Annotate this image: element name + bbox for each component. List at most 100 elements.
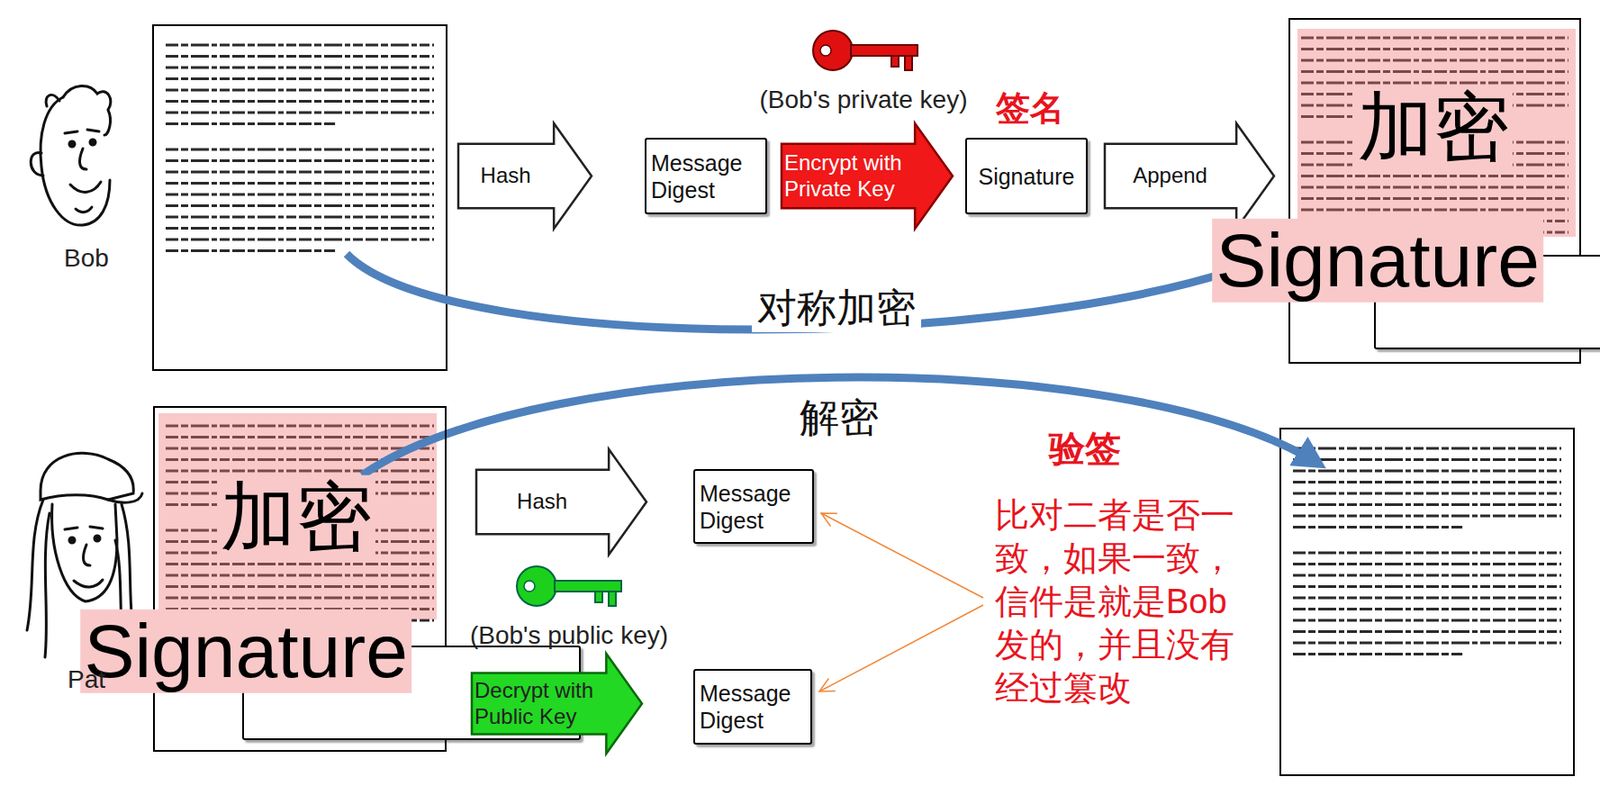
text-line [1292, 630, 1562, 633]
document [1280, 428, 1574, 776]
arrow-label: Decrypt with Public Key [474, 677, 603, 731]
block-arrow: Hash [457, 122, 593, 230]
document: 加密Signature [1288, 18, 1582, 364]
brows [64, 129, 100, 134]
leader-line [819, 605, 984, 692]
key-caption: (Bob's private key) [759, 84, 968, 116]
arrow-text-area: Encrypt with Private Key [780, 122, 915, 230]
key-hole [524, 580, 535, 592]
eye [69, 141, 75, 147]
cap-bill [108, 493, 143, 503]
document: 加密Signature [153, 406, 447, 752]
public-key-icon [516, 566, 622, 606]
box-label: Message Digest [650, 149, 761, 204]
process-box: Message Digest [644, 137, 768, 215]
text-line [165, 171, 434, 174]
leader-line [821, 513, 984, 598]
person-name: Bob [63, 243, 109, 274]
text-line [165, 181, 434, 185]
text-line [1292, 607, 1562, 611]
step-title: 验签 [1048, 426, 1121, 471]
text-line [1292, 503, 1562, 507]
arrow-label: 解密 [794, 394, 885, 443]
text-line [165, 226, 434, 230]
bob-face [30, 85, 111, 226]
eye [90, 139, 96, 145]
cap [40, 452, 134, 500]
key-shaft [850, 45, 918, 56]
arrow-label: Hash [516, 488, 568, 516]
key-tooth [891, 55, 899, 67]
text-line [165, 66, 434, 70]
text-line [1292, 652, 1463, 656]
key-shaft [554, 580, 622, 592]
key-bow [516, 566, 557, 606]
text-line [1292, 458, 1562, 462]
process-box: Message Digest [693, 469, 814, 544]
box-label: Message Digest [699, 479, 808, 534]
key-hole [820, 45, 832, 56]
private-key-icon [813, 30, 918, 71]
eye [69, 537, 75, 543]
text-line [165, 44, 434, 47]
text-line [165, 148, 434, 152]
text-line [165, 54, 434, 58]
text-line [165, 77, 434, 81]
text-line [165, 204, 434, 208]
text-line [1292, 492, 1562, 496]
key-tooth [904, 55, 913, 71]
arrow-outline [476, 449, 647, 555]
arrow-label: Hash [480, 162, 532, 190]
face-outline [40, 97, 110, 226]
step-title: 签名 [995, 88, 1065, 130]
text-line [165, 122, 335, 126]
box-label: Message Digest [699, 679, 806, 734]
text-line [165, 99, 434, 103]
key-bow [813, 30, 853, 71]
box-label: Signature [977, 162, 1075, 190]
text-line [1292, 551, 1562, 555]
key-tooth [608, 591, 616, 606]
arrow-label: Append [1132, 162, 1208, 190]
key-caption: (Bob's public key) [470, 620, 669, 651]
block-arrow: Append [1103, 122, 1275, 230]
text-line [165, 216, 434, 219]
text-line [165, 111, 434, 115]
hair [63, 85, 111, 136]
box-label: Signature [80, 609, 412, 693]
face-outline [52, 504, 118, 602]
text-line [1292, 562, 1562, 566]
arrow-text-area: Decrypt with Public Key [470, 652, 606, 755]
nose [83, 544, 91, 566]
process-box: Signature [1374, 254, 1600, 350]
arrow-text-area: Hash [457, 122, 554, 230]
text-line [1292, 619, 1562, 623]
curved-arrow [361, 377, 1320, 476]
text-line [1292, 515, 1562, 518]
text-line [1292, 447, 1562, 451]
text-line [165, 89, 434, 92]
document [153, 25, 447, 371]
encrypted-mark: 加密 [216, 475, 376, 559]
ear [30, 152, 44, 176]
brows [64, 526, 103, 530]
key-tooth [595, 591, 603, 603]
arrow-text-area: Hash [475, 448, 609, 556]
block-arrow: Hash [475, 448, 648, 556]
eye [94, 535, 100, 542]
chin [75, 207, 92, 213]
text-line [1292, 585, 1562, 588]
text-line [165, 193, 434, 197]
text-line [1292, 596, 1562, 600]
text-line [165, 249, 335, 253]
process-box: Signature [965, 137, 1088, 215]
encrypted-region [1297, 28, 1576, 237]
text-line [1292, 470, 1562, 473]
hair [45, 94, 60, 107]
text-line [1292, 480, 1562, 484]
text-line [1292, 574, 1562, 578]
text-line [165, 159, 434, 163]
text-line [165, 238, 434, 242]
nose [80, 148, 87, 170]
